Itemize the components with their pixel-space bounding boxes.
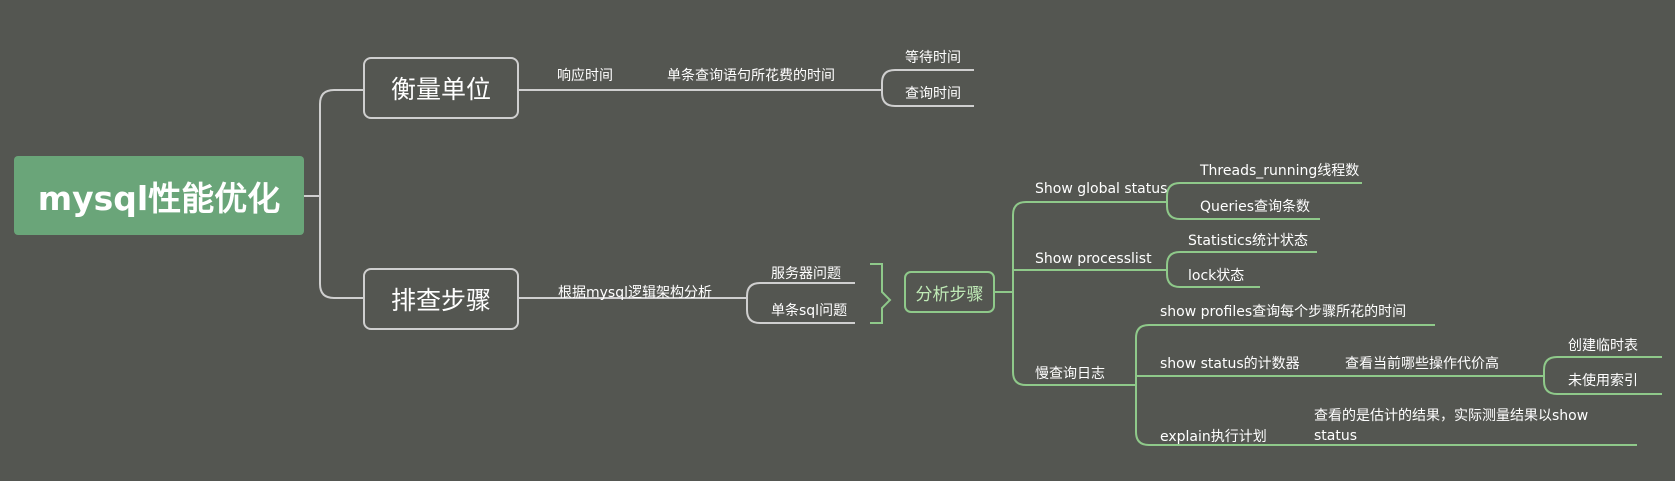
connector-root-trunk bbox=[319, 89, 335, 299]
branch-troubleshooting-steps[interactable]: 排查步骤 bbox=[363, 268, 519, 330]
connector-b1-fork bbox=[881, 69, 896, 107]
connector-cost-fork bbox=[1543, 356, 1558, 395]
node-server-issue[interactable]: 服务器问题 bbox=[771, 266, 841, 282]
node-show-processlist[interactable]: Show processlist bbox=[1035, 251, 1152, 267]
node-index-not-used[interactable]: 未使用索引 bbox=[1568, 373, 1638, 389]
node-threads-running[interactable]: Threads_running线程数 bbox=[1200, 163, 1360, 179]
root-node[interactable]: mysql性能优化 bbox=[14, 156, 304, 235]
node-queries-count[interactable]: Queries查询条数 bbox=[1200, 199, 1311, 215]
node-explain-plan[interactable]: explain执行计划 bbox=[1160, 429, 1267, 445]
node-lock-state[interactable]: lock状态 bbox=[1188, 268, 1245, 284]
node-show-status-counter[interactable]: show status的计数器 bbox=[1160, 356, 1300, 372]
connector-sq-trunk bbox=[1135, 324, 1150, 446]
node-query-time-cost[interactable]: 单条查询语句所花费的时间 bbox=[667, 68, 835, 84]
summary-brace bbox=[870, 263, 892, 324]
node-query-time[interactable]: 查询时间 bbox=[905, 86, 961, 102]
node-show-profiles[interactable]: show profiles查询每个步骤所花的时间 bbox=[1160, 304, 1407, 320]
connector-summary-trunk bbox=[1012, 201, 1027, 386]
node-show-global-status[interactable]: Show global status bbox=[1035, 181, 1168, 197]
connector-gs-fork bbox=[1166, 182, 1181, 220]
node-slow-query-log[interactable]: 慢查询日志 bbox=[1035, 366, 1105, 382]
node-single-sql-issue[interactable]: 单条sql问题 bbox=[771, 303, 848, 319]
summary-analysis-steps[interactable]: 分析步骤 bbox=[904, 271, 995, 313]
node-estimate-note[interactable]: 查看的是估计的结果，实际测量结果以show status bbox=[1314, 408, 1589, 444]
branch-measure-units[interactable]: 衡量单位 bbox=[363, 57, 519, 119]
node-create-temp-table[interactable]: 创建临时表 bbox=[1568, 338, 1638, 354]
connector-pl-fork bbox=[1166, 251, 1181, 288]
node-mysql-architecture[interactable]: 根据mysql逻辑架构分析 bbox=[558, 285, 712, 301]
node-statistics-state[interactable]: Statistics统计状态 bbox=[1188, 233, 1308, 249]
node-wait-time[interactable]: 等待时间 bbox=[905, 50, 961, 66]
connector-b2-fork bbox=[746, 282, 761, 324]
node-response-time[interactable]: 响应时间 bbox=[557, 68, 613, 84]
node-costly-operations[interactable]: 查看当前哪些操作代价高 bbox=[1345, 356, 1499, 372]
